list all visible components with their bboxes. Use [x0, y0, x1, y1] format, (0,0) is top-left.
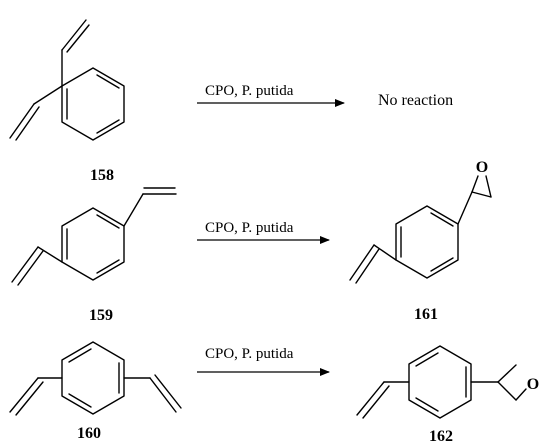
reagents-label-2: CPO, P. putida: [205, 220, 294, 236]
molecule-159: [11, 187, 177, 286]
molecule-162: [356, 345, 527, 419]
reagents-label-1: CPO, P. putida: [205, 83, 294, 99]
no-reaction-text: No reaction: [378, 92, 453, 109]
molecule-161: [349, 175, 492, 284]
epoxide-oxygen-162: O: [527, 376, 539, 393]
molecule-160: [9, 341, 182, 416]
reagents-label-3: CPO, P. putida: [205, 346, 294, 362]
compound-label-159: 159: [89, 307, 113, 324]
compound-label-160: 160: [77, 425, 101, 442]
molecule-158: [9, 19, 125, 141]
compound-label-161: 161: [414, 306, 438, 323]
compound-label-158: 158: [90, 167, 114, 184]
epoxide-oxygen-161: O: [476, 159, 488, 176]
compound-label-162: 162: [429, 428, 453, 443]
